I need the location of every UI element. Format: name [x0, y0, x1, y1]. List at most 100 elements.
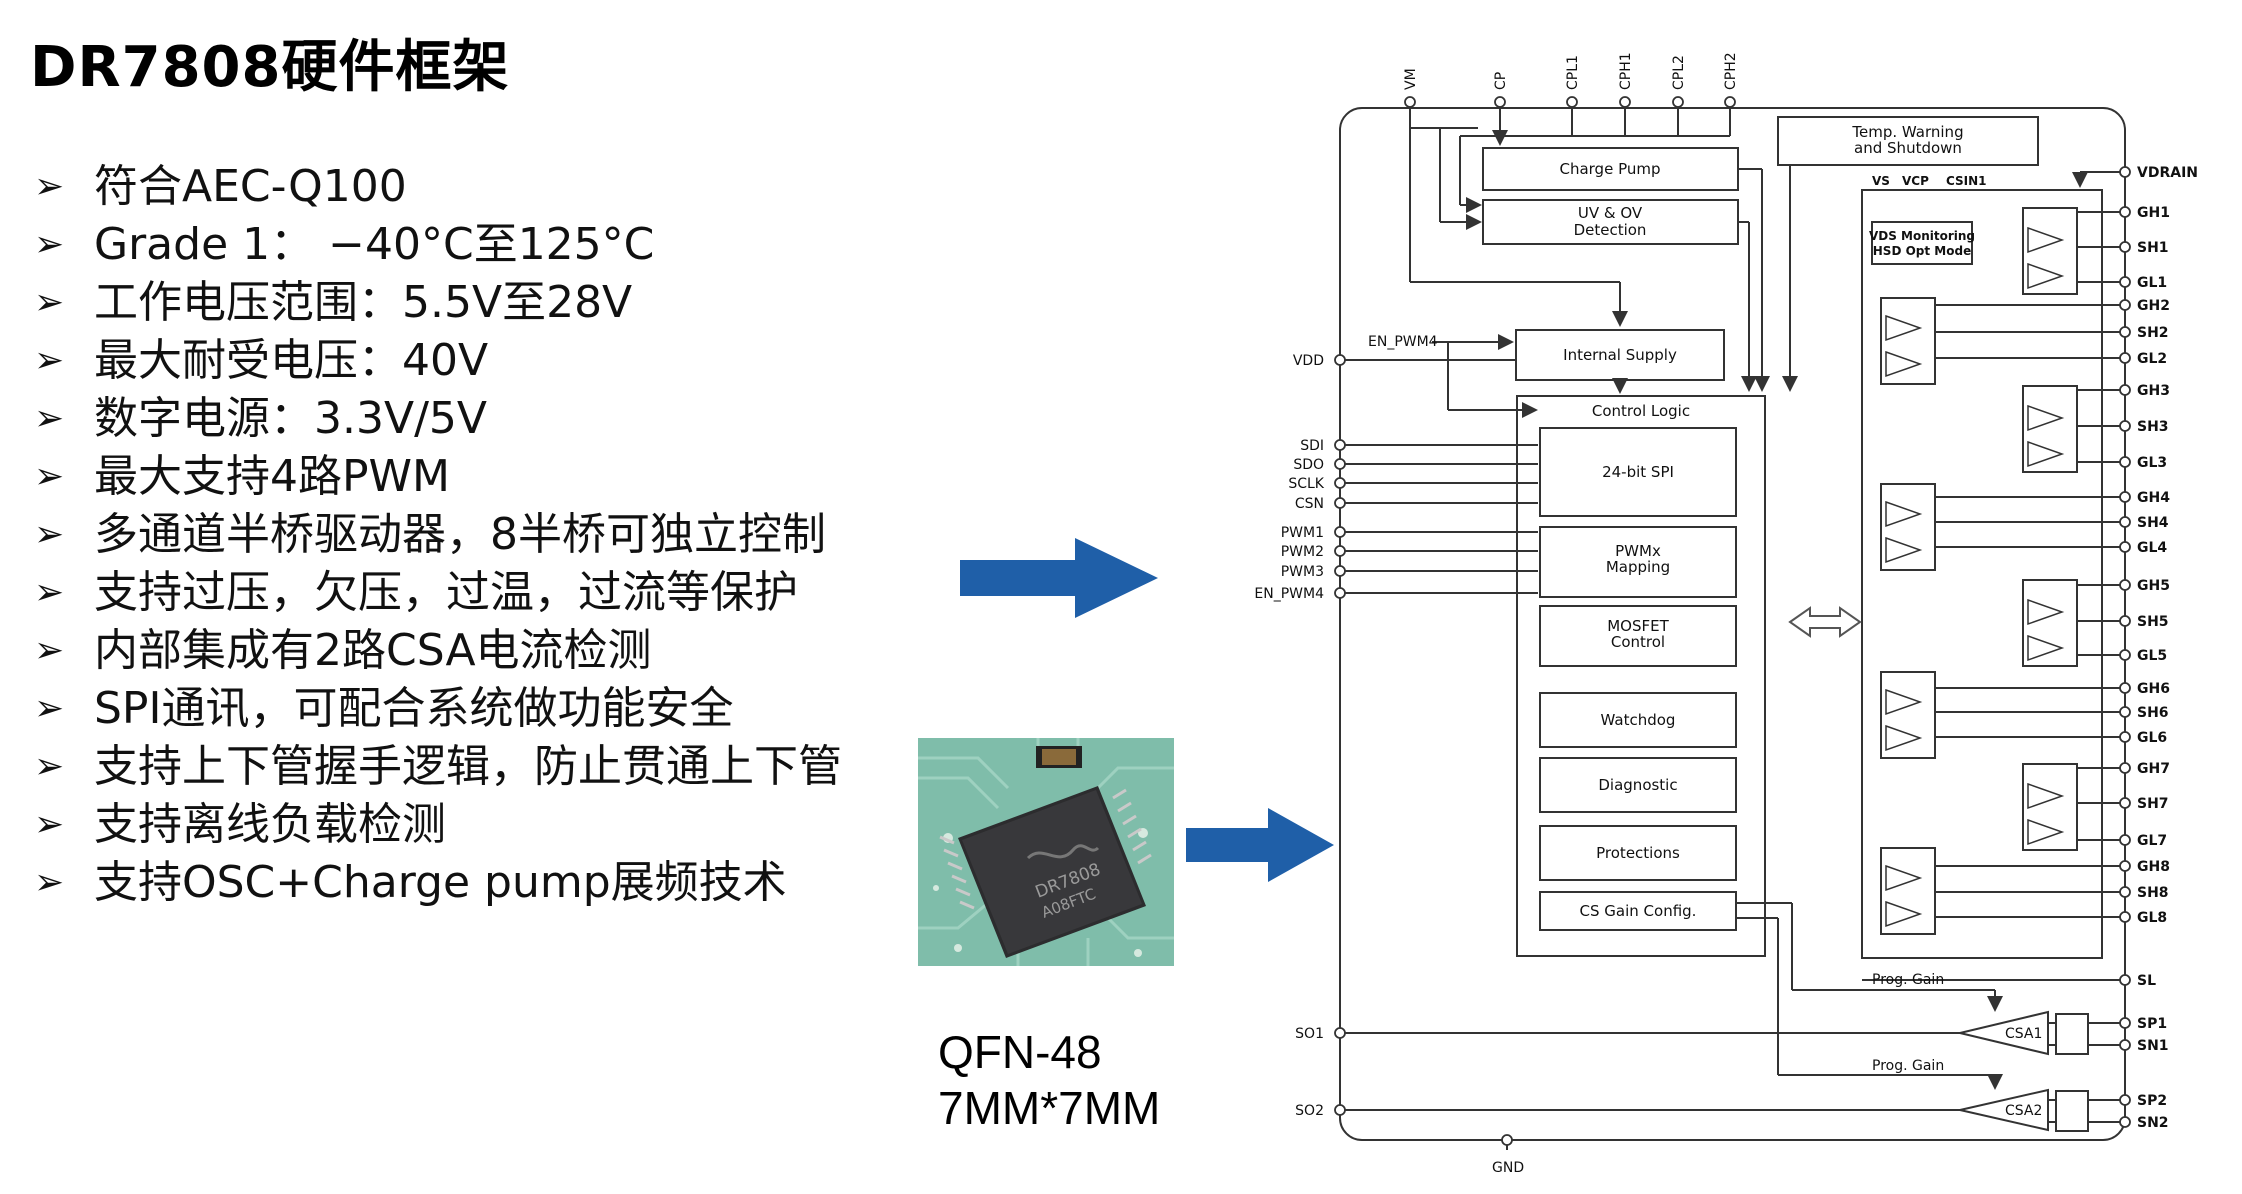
- pin-sdo-label: SDO: [1293, 457, 1324, 473]
- bullet-arrow-icon: ➢: [34, 514, 65, 555]
- spi-block: [1539, 427, 1737, 517]
- feature-text: 最大耐受电压：40V: [94, 335, 489, 386]
- control-logic-label: Control Logic: [1592, 402, 1690, 420]
- temp-warning-label: Temp. Warning: [1851, 123, 1963, 141]
- temp-warning-block: [1777, 116, 2039, 166]
- feature-item: ➢ 支持过压，欠压，过温，过流等保护: [30, 564, 890, 622]
- pin-sp2-label: SP2: [2137, 1093, 2167, 1109]
- pin-cp-label: CP: [1493, 72, 1509, 90]
- vds-monitoring-block: [1871, 221, 1973, 265]
- feature-text: 数字电源：3.3V/5V: [94, 393, 487, 444]
- pin-sh5-label: SH5: [2137, 614, 2169, 630]
- bullet-arrow-icon: ➢: [34, 282, 65, 323]
- pin-cpl1-label: CPL1: [1565, 55, 1581, 90]
- feature-list: ➢符合AEC-Q100 ➢Grade 1： −40°C至125°C ➢工作电压范…: [30, 158, 890, 912]
- right-arrow-icon: [960, 538, 1158, 618]
- pin-gh4-label: GH4: [2137, 490, 2170, 506]
- double-arrow-icon: [1788, 606, 1862, 638]
- right-arrow-icon: [1186, 808, 1334, 882]
- pin-gh2-label: GH2: [2137, 298, 2170, 314]
- bullet-arrow-icon: ➢: [34, 572, 65, 613]
- feature-item: ➢ 多通道半桥驱动器，8半桥可独立控制: [30, 506, 890, 564]
- pin-gh5-label: GH5: [2137, 578, 2170, 594]
- pin-gh7-label: GH7: [2137, 761, 2170, 777]
- pin-pwm2-label: PWM2: [1281, 544, 1324, 560]
- feature-item: ➢ 支持上下管握手逻辑，防止贯通上下管: [30, 738, 890, 796]
- csa2-label: CSA2: [2005, 1103, 2042, 1119]
- pwmx-label: PWMx: [1615, 542, 1661, 560]
- pin-gl7-label: GL7: [2137, 833, 2167, 849]
- feature-item: ➢ 支持OSC+Charge pump展频技术: [30, 854, 890, 912]
- mapping-label: Mapping: [1606, 558, 1670, 576]
- pin-csn-label: CSN: [1295, 496, 1324, 512]
- pwmx-mapping-block: [1539, 526, 1737, 598]
- bullet-arrow-icon: ➢: [34, 804, 65, 845]
- pin-gh8-label: GH8: [2137, 859, 2170, 875]
- pin-gl3-label: GL3: [2137, 455, 2167, 471]
- pin-vdrain-label: VDRAIN: [2137, 165, 2198, 181]
- pin-cpl2-label: CPL2: [1671, 55, 1687, 90]
- page-title: DR7808硬件框架: [30, 35, 510, 100]
- pin-gl1-label: GL1: [2137, 275, 2167, 291]
- bullet-arrow-icon: ➢: [34, 746, 65, 787]
- vds-monitoring-label: VDS Monitoring: [1869, 229, 1975, 243]
- pin-gnd-label: GND: [1492, 1160, 1524, 1176]
- feature-text: 支持过压，欠压，过温，过流等保护: [94, 567, 798, 618]
- csa1-label: CSA1: [2005, 1026, 2042, 1042]
- pin-gh6-label: GH6: [2137, 681, 2170, 697]
- pin-gl5-label: GL5: [2137, 648, 2167, 664]
- pin-sdi-label: SDI: [1300, 438, 1324, 454]
- feature-text: 支持上下管握手逻辑，防止贯通上下管: [94, 741, 842, 792]
- diagnostic-label: Diagnostic: [1598, 776, 1677, 794]
- pin-sclk-label: SCLK: [1288, 476, 1324, 492]
- watchdog-label: Watchdog: [1601, 711, 1676, 729]
- feature-item: ➢SPI通讯，可配合系统做功能安全: [30, 680, 890, 738]
- feature-item: ➢最大耐受电压：40V: [30, 332, 890, 390]
- feature-text: 符合AEC-Q100: [94, 161, 407, 212]
- prog-gain-label: Prog. Gain: [1872, 972, 1944, 988]
- pin-so2-label: SO2: [1295, 1103, 1324, 1119]
- bullet-arrow-icon: ➢: [34, 630, 65, 671]
- pin-cph1-label: CPH1: [1618, 52, 1634, 90]
- bullet-arrow-icon: ➢: [34, 224, 65, 265]
- pin-sp1-label: SP1: [2137, 1016, 2167, 1032]
- pin-vm-label: VM: [1403, 68, 1419, 90]
- protections-label: Protections: [1596, 844, 1680, 862]
- feature-item: ➢工作电压范围：5.5V至28V: [30, 274, 890, 332]
- feature-item: ➢内部集成有2路CSA电流检测: [30, 622, 890, 680]
- feature-text: SPI通讯，可配合系统做功能安全: [94, 683, 734, 734]
- control-logic-block: [1516, 395, 1766, 957]
- internal-supply-label: Internal Supply: [1563, 346, 1677, 364]
- protections-block: [1539, 825, 1737, 881]
- cs-gain-config-block: [1539, 891, 1737, 931]
- cs-gain-label: CS Gain Config.: [1580, 902, 1697, 920]
- feature-text: 支持OSC+Charge pump展频技术: [94, 857, 787, 908]
- csin1-label: CSIN1: [1946, 174, 1987, 188]
- diagnostic-block: [1539, 757, 1737, 813]
- internal-en-pwm4-label: EN_PWM4: [1368, 334, 1438, 350]
- feature-text: 多通道半桥驱动器，8半桥可独立控制: [94, 509, 826, 560]
- pin-sh7-label: SH7: [2137, 796, 2169, 812]
- feature-text: 支持离线负载检测: [94, 799, 446, 850]
- chip-photo: DR7808 A08FTC: [918, 738, 1174, 966]
- package-type: QFN-48: [938, 1026, 1102, 1078]
- feature-item: ➢ 支持离线负载检测: [30, 796, 890, 854]
- feature-item: ➢ 符合AEC-Q100: [30, 158, 890, 216]
- vcp-label: VCP: [1902, 174, 1929, 188]
- pin-so1-label: SO1: [1295, 1026, 1324, 1042]
- pin-sh3-label: SH3: [2137, 419, 2169, 435]
- vs-label: VS: [1872, 174, 1890, 188]
- bullet-arrow-icon: ➢: [34, 862, 65, 903]
- pin-vdd-label: VDD: [1293, 353, 1324, 369]
- charge-pump-label: Charge Pump: [1559, 160, 1660, 178]
- mosfet-label: MOSFET: [1607, 617, 1669, 635]
- feature-text: 最大支持4路PWM: [94, 451, 450, 502]
- bullet-arrow-icon: ➢: [34, 456, 65, 497]
- pin-gl6-label: GL6: [2137, 730, 2167, 746]
- pin-cph2-label: CPH2: [1723, 52, 1739, 90]
- uv-ov-label: UV & OV: [1578, 204, 1643, 222]
- pin-pwm1-label: PWM1: [1281, 525, 1324, 541]
- detection-label: Detection: [1574, 221, 1647, 239]
- bullet-arrow-icon: ➢: [34, 166, 65, 207]
- feature-item: ➢数字电源：3.3V/5V: [30, 390, 890, 448]
